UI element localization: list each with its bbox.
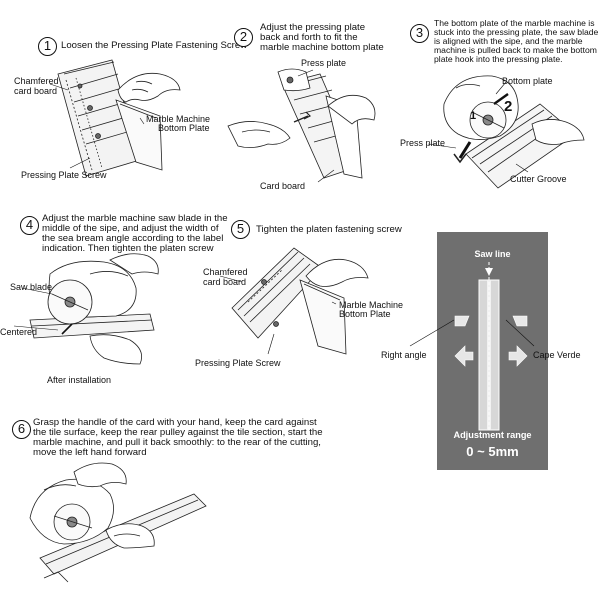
step-3-callout-press-plate: Press plate [400,138,445,148]
step-4-line-4: indication. Then tighten the platen scre… [42,244,214,254]
step-5-number: 5 [231,220,250,239]
adjustment-range-value: 0 ~ 5mm [437,444,548,459]
step-3-arrow-label-1: 1 [470,110,476,122]
step-3-arrow-label-2: 2 [504,98,512,115]
step-5-title: Tighten the platen fastening screw [256,225,402,235]
step-2-callout-card-board: Card board [260,181,305,191]
step-6-number: 6 [12,420,31,439]
step-1-callout-card-board: card board [14,86,57,96]
step-3-callout-cutter-groove: Cutter Groove [510,174,567,184]
step-3-callout-bottom-plate: Bottom plate [502,76,553,86]
step-1-callout-bottom-plate: Bottom Plate [158,123,210,133]
step-5-callout-card-board: card board [203,277,246,287]
step-4-number: 4 [20,216,39,235]
step-5-callout-chamfered: Chamfered [203,267,248,277]
step-2-line-3: marble machine bottom plate [260,43,384,53]
step-5-callout-bottom-plate: Bottom Plate [339,309,391,319]
step-3-line-5: plate hook into the pressing plate. [434,55,563,64]
step-6-illustration [14,458,214,598]
step-5-callout-pressing-plate-screw: Pressing Plate Screw [195,358,281,368]
step-2-number: 2 [234,28,253,47]
diagram-leader-lines [410,312,570,352]
step-1-title: Loosen the Pressing Plate Fastening Scre… [61,41,247,51]
step-1-callout-pressing-plate-screw: Pressing Plate Screw [21,170,107,180]
adjustment-range-title: Adjustment range [437,430,548,440]
step-4-illustration [20,254,160,374]
step-3-number: 3 [410,24,429,43]
diagram-right-label: Cape Verde [533,350,581,360]
step-1-callout-chamfered: Chamfered [14,76,59,86]
diagram-left-label: Right angle [381,350,427,360]
step-2-illustration [228,66,388,191]
step-4-callout-saw-blade: Saw blade [10,282,52,292]
step-4-callout-after-installation: After installation [47,375,111,385]
step-6-line-4: move the left hand forward [33,448,147,458]
step-2-callout-press-plate: Press plate [301,58,346,68]
step-1-number: 1 [38,37,57,56]
step-4-callout-centered: Centered [0,327,37,337]
